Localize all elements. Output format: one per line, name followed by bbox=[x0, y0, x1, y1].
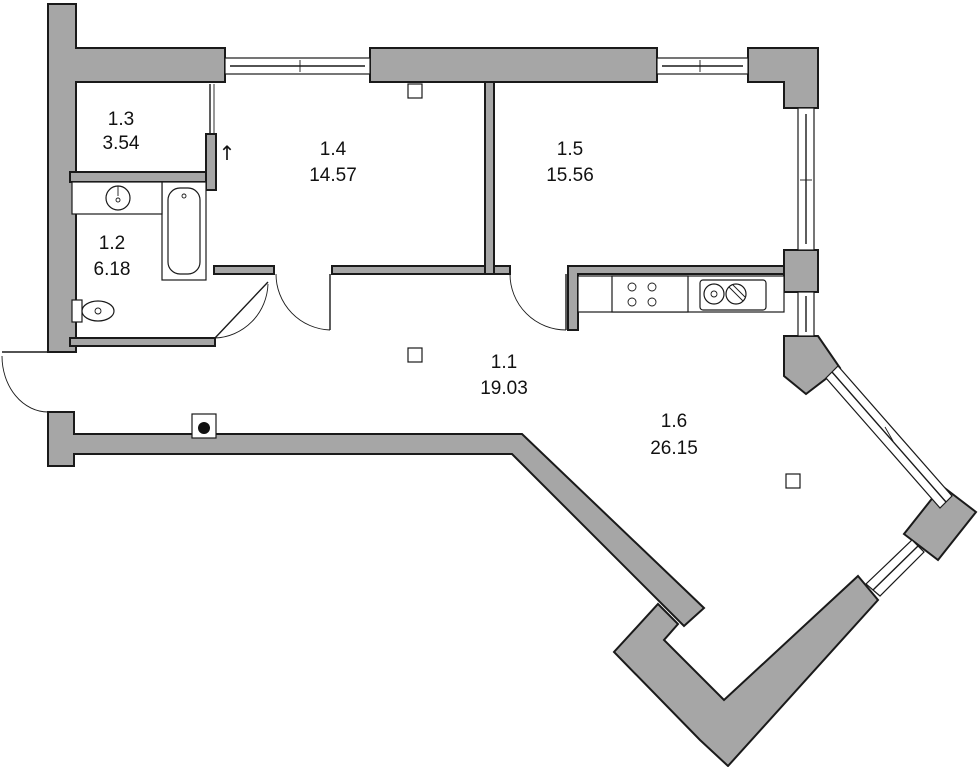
sink-icon bbox=[71, 181, 163, 215]
room-1-4-label: 1.4 14.57 bbox=[309, 139, 357, 186]
svg-text:1.6: 1.6 bbox=[661, 411, 687, 432]
wall-top-right-corner bbox=[747, 47, 819, 109]
stove-icon bbox=[627, 282, 657, 307]
windows bbox=[224, 57, 953, 597]
vent-shaft-icon bbox=[191, 413, 217, 439]
partition-room14-left bbox=[213, 265, 275, 275]
window-top-right bbox=[656, 57, 749, 75]
room-1-3-label: 1.3 3.54 bbox=[103, 109, 140, 154]
window-bay-short bbox=[865, 539, 925, 597]
svg-text:1.2: 1.2 bbox=[99, 233, 125, 254]
svg-text:1.4: 1.4 bbox=[320, 139, 347, 160]
window-right-upper bbox=[797, 107, 815, 251]
kitchen-counter bbox=[577, 275, 785, 313]
marker-square bbox=[407, 347, 423, 363]
door-entrance bbox=[1, 351, 49, 413]
room-1-1-label: 1.1 19.03 bbox=[480, 352, 528, 399]
window-bay-long bbox=[825, 365, 953, 509]
wall-left-upper bbox=[47, 3, 226, 353]
partition-vertical-left bbox=[205, 133, 217, 191]
svg-text:15.56: 15.56 bbox=[546, 165, 594, 186]
room-labels: 1.3 3.54 1.2 6.18 1.4 14.57 1.5 15.56 1.… bbox=[94, 109, 698, 459]
svg-text:26.15: 26.15 bbox=[650, 438, 698, 459]
partition-bath-bottom bbox=[69, 337, 216, 347]
arrow-up-icon: ↑ bbox=[219, 141, 236, 165]
door-storage bbox=[209, 84, 215, 134]
walls bbox=[47, 3, 978, 767]
fixtures bbox=[71, 83, 801, 489]
toilet-icon bbox=[71, 299, 115, 323]
svg-text:6.18: 6.18 bbox=[94, 259, 131, 280]
svg-text:3.54: 3.54 bbox=[103, 133, 140, 154]
bathtub-icon bbox=[161, 181, 207, 281]
partition-room14-room15 bbox=[484, 81, 495, 275]
door-room15 bbox=[509, 273, 567, 331]
svg-text:1.5: 1.5 bbox=[557, 139, 583, 160]
marker-square bbox=[407, 83, 423, 99]
partitions bbox=[69, 81, 785, 347]
doors bbox=[1, 84, 567, 413]
svg-text:1.3: 1.3 bbox=[108, 109, 134, 130]
svg-text:14.57: 14.57 bbox=[309, 165, 357, 186]
wall-lower-right-diagonal bbox=[612, 574, 880, 767]
room-1-5-label: 1.5 15.56 bbox=[546, 139, 594, 186]
wall-top-middle bbox=[369, 47, 658, 83]
wall-right-pier bbox=[783, 249, 819, 293]
svg-text:1.1: 1.1 bbox=[491, 352, 517, 373]
wall-bay-corner bbox=[783, 335, 842, 396]
wall-bottom-long bbox=[47, 411, 706, 628]
marker-square bbox=[785, 473, 801, 489]
door-bathroom bbox=[214, 281, 269, 339]
svg-text:19.03: 19.03 bbox=[480, 378, 528, 399]
partition-room15-kitchen bbox=[567, 265, 785, 331]
window-right-lower bbox=[797, 291, 815, 337]
door-room14 bbox=[275, 273, 331, 331]
room-1-2-label: 1.2 6.18 bbox=[94, 233, 131, 280]
room-1-6-label: 1.6 26.15 bbox=[650, 411, 698, 459]
partition-room14-right bbox=[331, 265, 511, 275]
kitchen-sink-icon bbox=[703, 283, 747, 305]
window-top-left bbox=[224, 57, 371, 75]
wall-bay-far-corner bbox=[902, 484, 978, 562]
partition-storage-bath bbox=[69, 171, 209, 183]
